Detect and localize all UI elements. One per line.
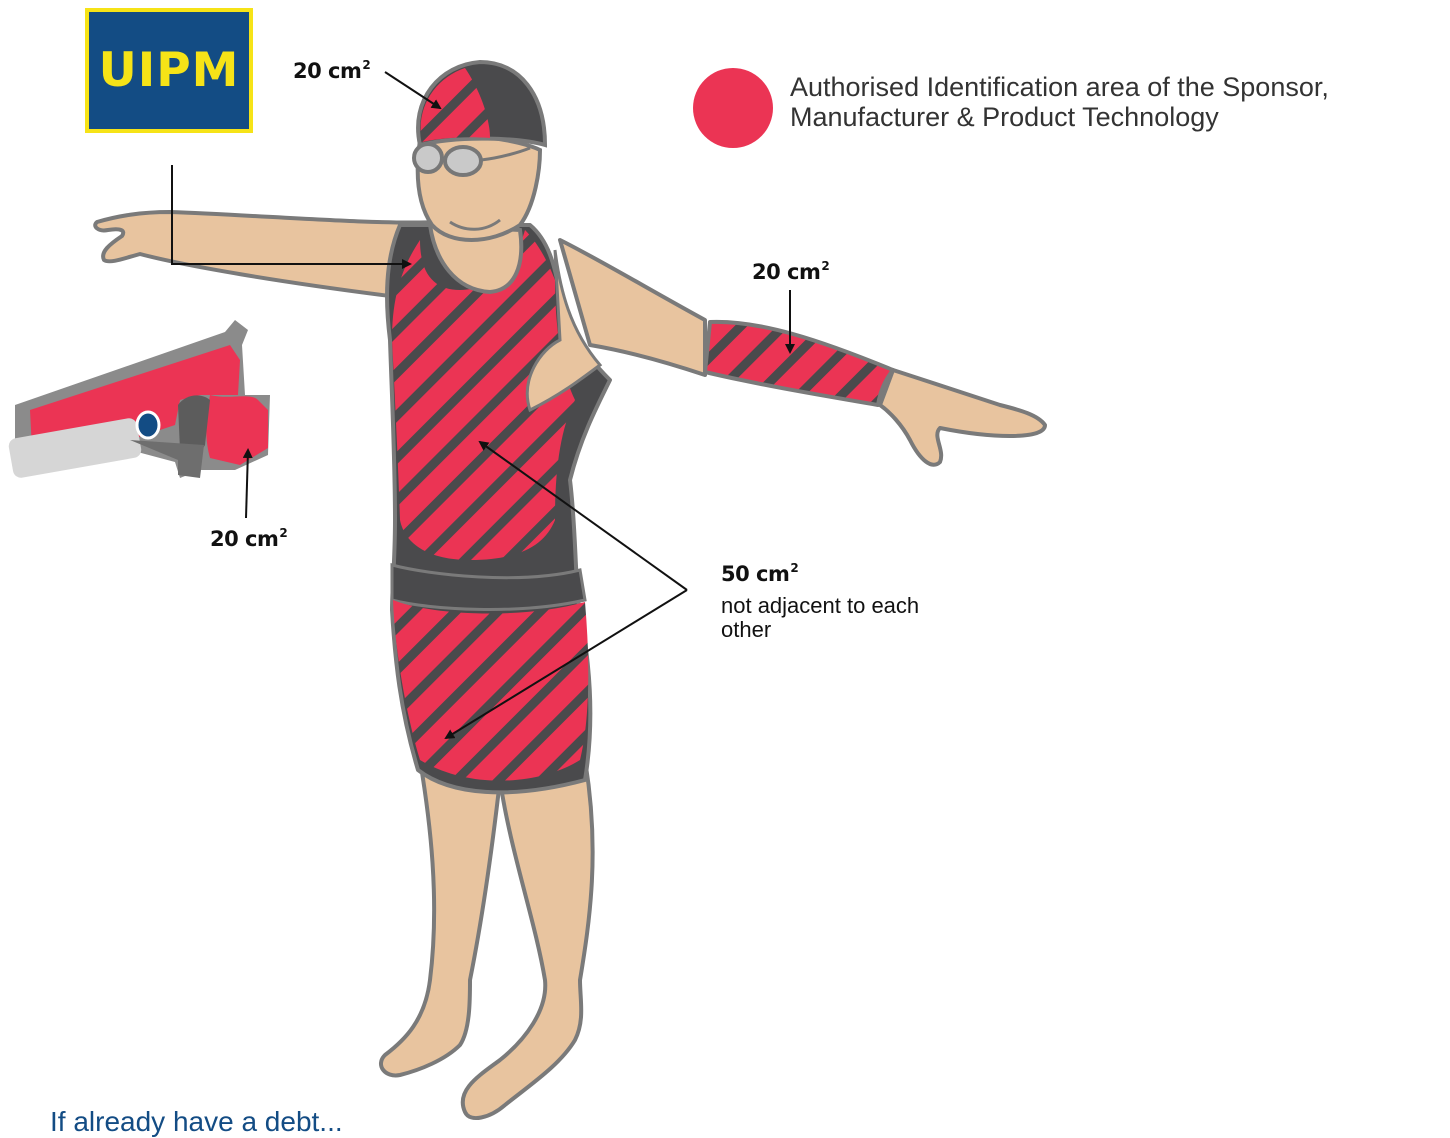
pistol-area-label: 20 cm2 — [210, 526, 287, 551]
cap-area-unit-exp: 2 — [362, 58, 370, 72]
sponsor-area-shorts — [393, 600, 588, 781]
suit-area-label: 50 cm2 — [721, 561, 798, 586]
arm-area-label: 20 cm2 — [752, 259, 829, 284]
suit-area-value: 50 cm — [721, 562, 789, 586]
legend-text: Authorised Identification area of the Sp… — [790, 72, 1450, 132]
uipm-logo-text: UIPM — [99, 43, 240, 98]
arm-area-unit-exp: 2 — [821, 259, 829, 273]
cap-area-label: 20 cm2 — [293, 58, 370, 83]
footer-text: If already have a debt... — [50, 1106, 343, 1138]
pistol-area-value: 20 cm — [210, 527, 278, 551]
arm-area-value: 20 cm — [752, 260, 820, 284]
legs — [381, 760, 593, 1118]
suit-area-note: not adjacent to each other — [721, 594, 921, 642]
pistol-area-unit-exp: 2 — [279, 526, 287, 540]
suit-area-unit-exp: 2 — [790, 561, 798, 575]
cap-area-value: 20 cm — [293, 59, 361, 83]
legend-swatch — [693, 68, 773, 148]
uipm-logo: UIPM — [85, 8, 253, 133]
pistol-icon — [8, 320, 270, 479]
sponsor-area-forearm — [705, 322, 893, 405]
swim-cap — [418, 62, 545, 145]
